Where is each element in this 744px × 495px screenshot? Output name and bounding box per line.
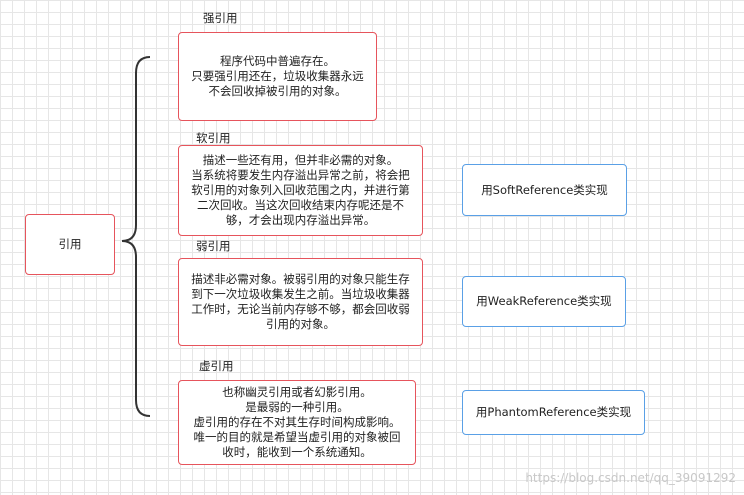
soft-reference-label: 软引用: [196, 131, 231, 145]
root-node-label: 引用: [58, 237, 82, 251]
watermark: https://blog.csdn.net/qq_39091292: [525, 471, 736, 485]
brace-connector: [121, 56, 151, 417]
weak-reference-impl: 用WeakReference类实现: [476, 294, 612, 308]
weak-reference-label: 弱引用: [196, 239, 231, 253]
phantom-reference-desc: 也称幽灵引用或者幻影引用。 是最弱的一种引用。 虚引用的存在不对其生存时间构成影…: [193, 385, 401, 459]
weak-reference-desc: 描述非必需对象。被弱引用的对象只能生存 到下一次垃圾收集发生之前。当垃圾收集器 …: [191, 272, 410, 331]
weak-reference-box: 描述非必需对象。被弱引用的对象只能生存 到下一次垃圾收集发生之前。当垃圾收集器 …: [178, 258, 423, 346]
soft-reference-impl: 用SoftReference类实现: [481, 182, 608, 197]
soft-reference-impl-box: 用SoftReference类实现: [462, 164, 627, 216]
strong-reference-label: 强引用: [203, 11, 238, 25]
phantom-reference-box: 也称幽灵引用或者幻影引用。 是最弱的一种引用。 虚引用的存在不对其生存时间构成影…: [178, 380, 416, 465]
phantom-reference-impl-box: 用PhantomReference类实现: [462, 390, 645, 435]
phantom-reference-label: 虚引用: [199, 359, 234, 373]
strong-reference-desc: 程序代码中普遍存在。 只要强引用还在，垃圾收集器永远 不会回收掉被引用的对象。: [191, 54, 364, 98]
soft-reference-desc: 描述一些还有用，但并非必需的对象。 当系统将要发生内存溢出异常之前，将会把 软引…: [191, 153, 410, 227]
soft-reference-box: 描述一些还有用，但并非必需的对象。 当系统将要发生内存溢出异常之前，将会把 软引…: [178, 145, 423, 236]
phantom-reference-impl: 用PhantomReference类实现: [475, 405, 632, 419]
strong-reference-box: 程序代码中普遍存在。 只要强引用还在，垃圾收集器永远 不会回收掉被引用的对象。: [178, 32, 377, 121]
weak-reference-impl-box: 用WeakReference类实现: [462, 276, 626, 327]
root-node: 引用: [25, 214, 115, 275]
